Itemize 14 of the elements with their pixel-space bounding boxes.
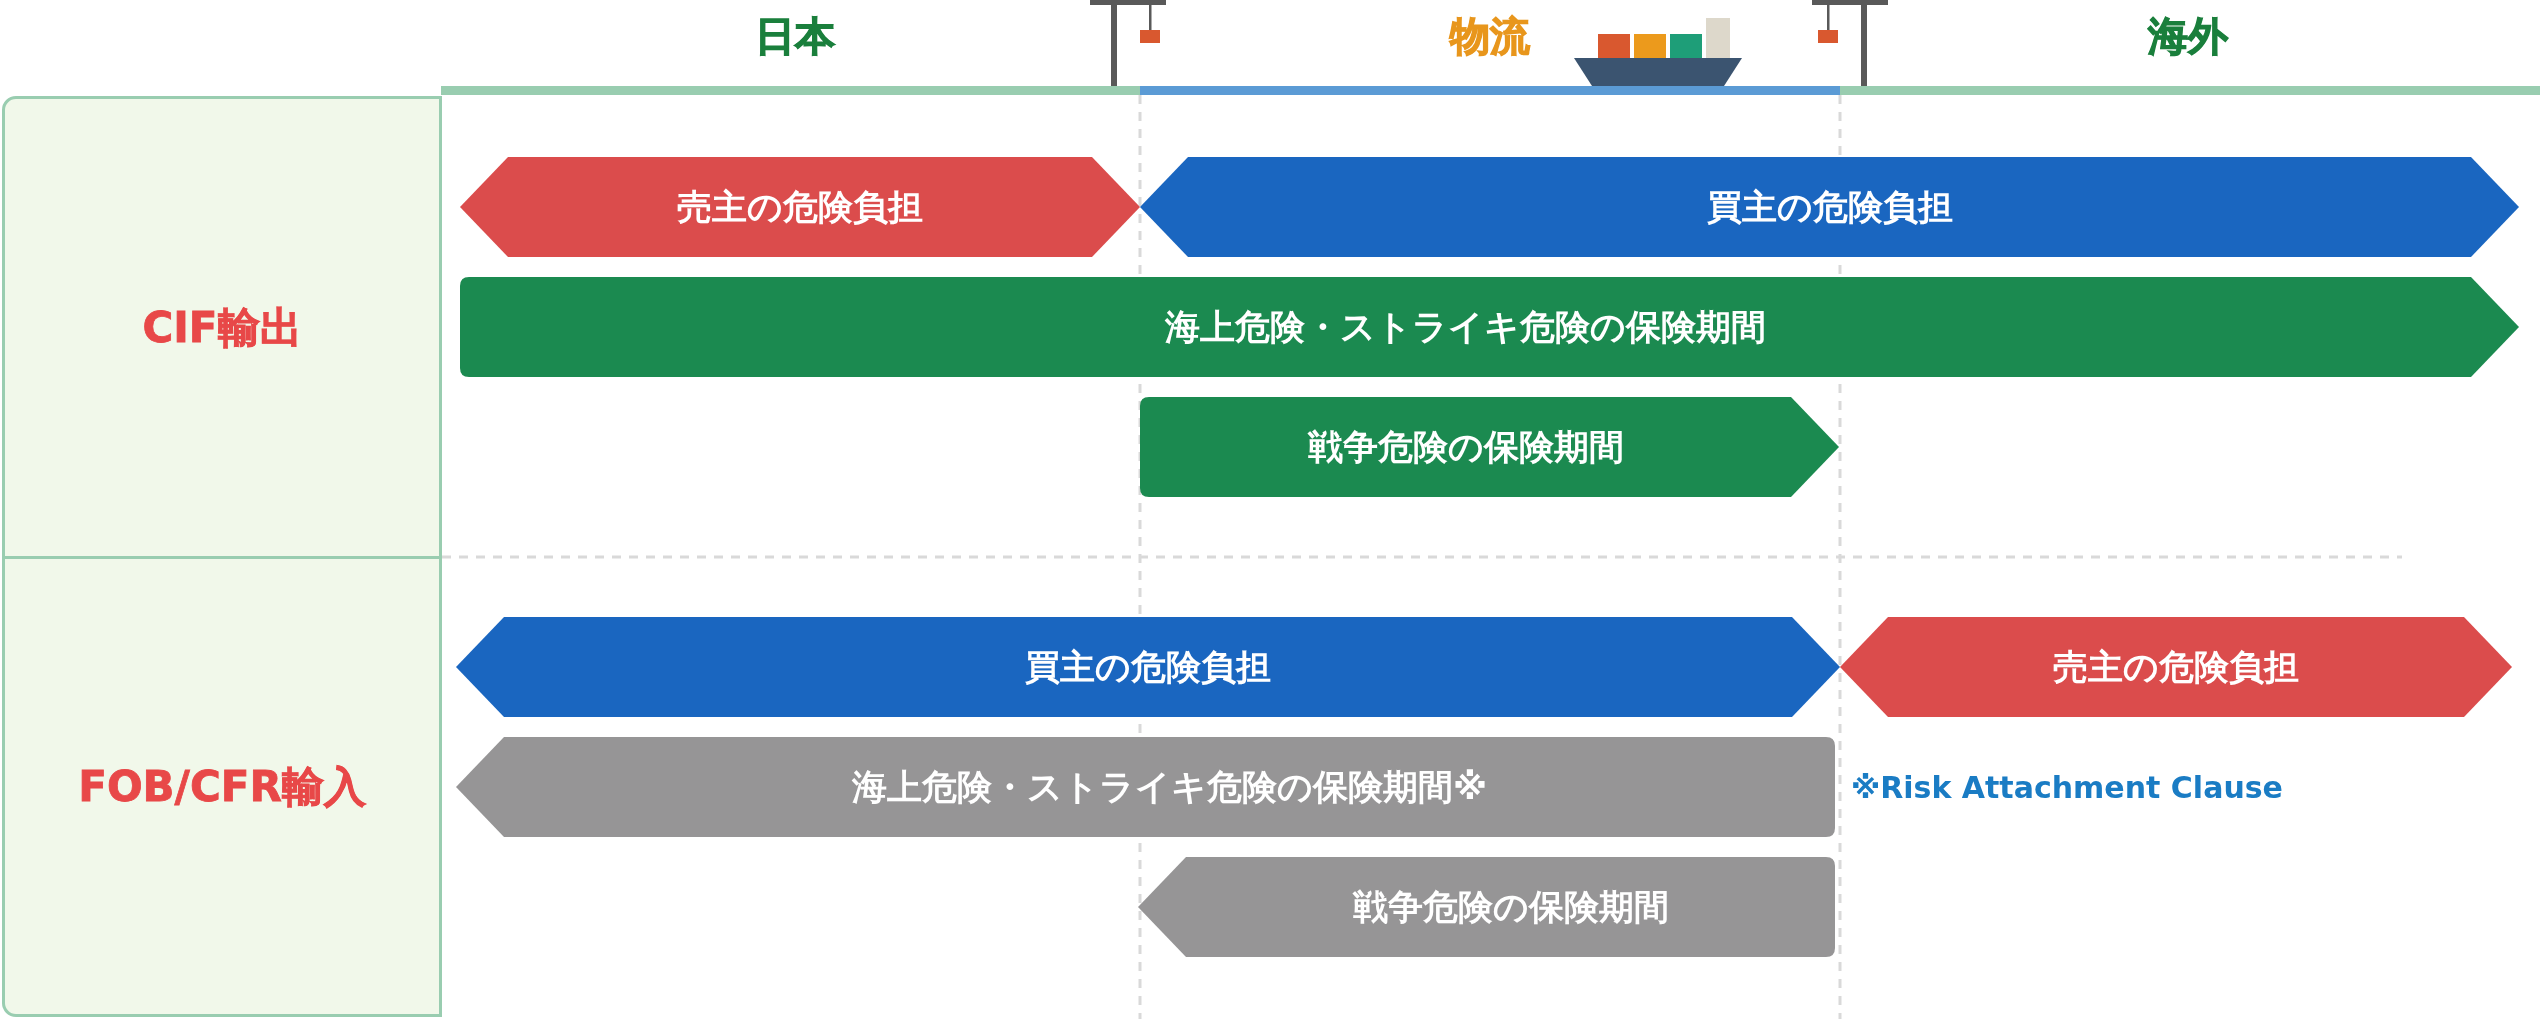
arrow-band: 売主の危険負担 xyxy=(1840,617,2512,717)
column-heading: 物流 xyxy=(1450,11,1530,61)
column-heading: 日本 xyxy=(755,11,835,61)
arrow-band: 海上危険・ストライキ危険の保険期間※ xyxy=(456,737,1835,837)
arrow-band: 売主の危険負担 xyxy=(460,157,1140,257)
column-heading: 海外 xyxy=(2148,11,2228,61)
row-header-cell: FOB/CFR輸入 xyxy=(2,559,442,1017)
arrow-band: 海上危険・ストライキ危険の保険期間 xyxy=(460,277,2519,377)
row-header-cell: CIF輸出 xyxy=(2,96,442,559)
arrow-band: 戦争危険の保険期間 xyxy=(1140,397,1839,497)
arrow-band: 買主の危険負担 xyxy=(1140,157,2519,257)
footnote-text: ※Risk Attachment Clause xyxy=(1851,769,2283,805)
arrow-band: 買主の危険負担 xyxy=(456,617,1840,717)
arrow-band: 戦争危険の保険期間 xyxy=(1138,857,1835,957)
